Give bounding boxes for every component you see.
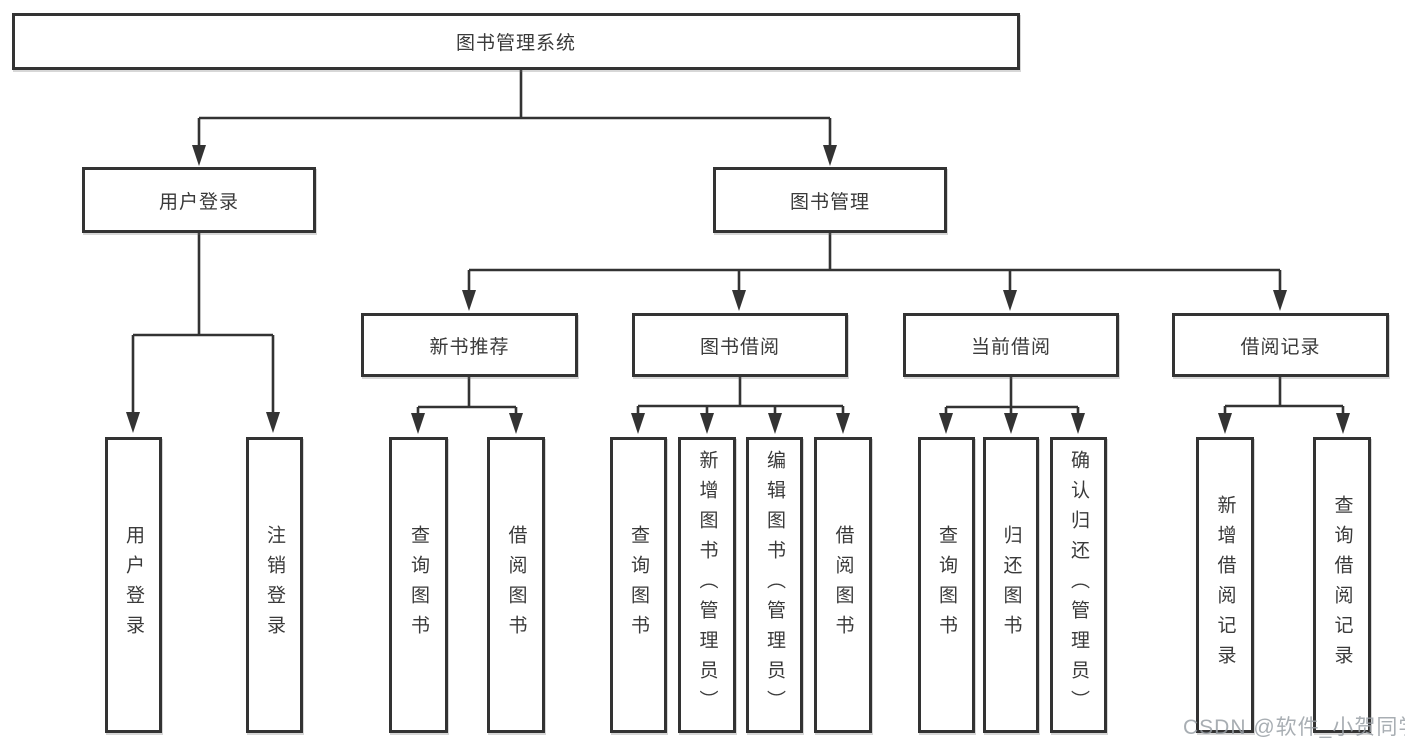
node-new-book-recommend: 新书推荐 xyxy=(361,313,578,377)
node-book-borrowing: 图书借阅 xyxy=(632,313,848,377)
leaf-add-borrow-record: 新增借阅记录 xyxy=(1196,437,1254,733)
leaf-confirm-return-admin-label: 确认归还（管理员） xyxy=(1068,450,1089,720)
node-book-management-label: 图书管理 xyxy=(789,191,870,213)
leaf-add-book-admin: 新增图书（管理员） xyxy=(678,437,736,733)
node-book-management: 图书管理 xyxy=(713,167,947,233)
leaf-confirm-return-admin: 确认归还（管理员） xyxy=(1050,437,1107,733)
node-current-borrowing: 当前借阅 xyxy=(903,313,1119,377)
node-current-borrowing-label: 当前借阅 xyxy=(970,336,1051,358)
leaf-return-books-label: 归还图书 xyxy=(1000,525,1022,645)
leaf-user-login-label: 用户登录 xyxy=(123,525,144,645)
leaf-query-borrow-record: 查询借阅记录 xyxy=(1313,437,1371,733)
leaf-add-book-admin-label: 新增图书（管理员） xyxy=(696,450,718,720)
csdn-watermark: CSDN @软件_小贺同学 xyxy=(1183,716,1405,739)
leaf-query-books-1: 查询图书 xyxy=(389,437,448,733)
leaf-logout-label: 注销登录 xyxy=(264,525,285,645)
leaf-edit-book-admin-label: 编辑图书（管理员） xyxy=(764,450,785,720)
node-user-login: 用户登录 xyxy=(82,167,316,233)
node-library-system-label: 图书管理系统 xyxy=(455,33,576,54)
leaf-borrow-books-1: 借阅图书 xyxy=(487,437,545,733)
leaf-query-books-2: 查询图书 xyxy=(610,437,667,733)
leaf-borrow-books-1-label: 借阅图书 xyxy=(505,525,527,645)
node-borrowing-records: 借阅记录 xyxy=(1172,313,1389,377)
leaf-logout: 注销登录 xyxy=(246,437,303,733)
leaf-query-books-3-label: 查询图书 xyxy=(936,525,957,645)
leaf-query-books-2-label: 查询图书 xyxy=(628,525,649,645)
node-user-login-label: 用户登录 xyxy=(158,191,239,213)
node-new-book-recommend-label: 新书推荐 xyxy=(429,336,510,358)
leaf-query-books-1-label: 查询图书 xyxy=(408,525,429,645)
node-borrowing-records-label: 借阅记录 xyxy=(1240,336,1321,358)
leaf-add-borrow-record-label: 新增借阅记录 xyxy=(1214,495,1236,675)
leaf-user-login: 用户登录 xyxy=(105,437,162,733)
leaf-query-borrow-record-label: 查询借阅记录 xyxy=(1331,495,1353,675)
leaf-borrow-books-2-label: 借阅图书 xyxy=(832,525,854,645)
node-book-borrowing-label: 图书借阅 xyxy=(699,336,780,358)
leaf-borrow-books-2: 借阅图书 xyxy=(814,437,872,733)
leaf-query-books-3: 查询图书 xyxy=(918,437,975,733)
leaf-return-books: 归还图书 xyxy=(983,437,1039,733)
leaf-edit-book-admin: 编辑图书（管理员） xyxy=(746,437,803,733)
node-library-system: 图书管理系统 xyxy=(12,13,1020,70)
